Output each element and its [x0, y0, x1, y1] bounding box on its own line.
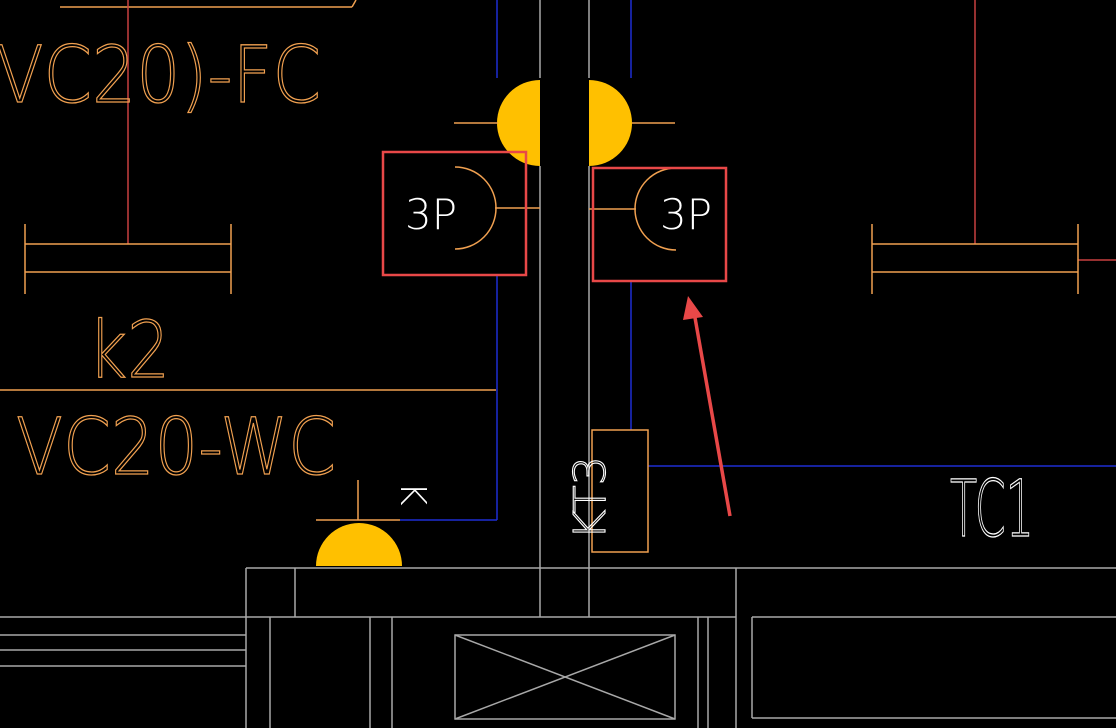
- socket-label-left: 3P: [405, 190, 457, 239]
- socket-symbol-left: [454, 166, 540, 250]
- crossed-box: [454, 634, 676, 720]
- wall-light-right: [589, 80, 675, 166]
- light-fixture-left: [24, 224, 232, 294]
- circuit-label-tc1: TC1: [950, 465, 1034, 555]
- highlight-box-right: [591, 166, 728, 283]
- socket-symbol-right: [589, 167, 677, 251]
- highlight-box-left: [381, 150, 528, 277]
- box-kt3: KT3: [564, 429, 649, 553]
- switch-label-k: K: [392, 482, 433, 506]
- bottom-wall-structure: [0, 567, 1116, 728]
- pipe-label-upper: VC20)-FC: [0, 31, 321, 121]
- switch-label-k2: k2: [88, 306, 170, 396]
- pipe-label-lower: VC20-WC: [16, 403, 336, 493]
- wall-light-left: [454, 80, 540, 166]
- top-leader-line: [60, 0, 357, 8]
- light-fixture-right: [871, 224, 1079, 294]
- socket-label-right: 3P: [660, 190, 712, 239]
- blue-wiring: [400, 0, 1116, 521]
- annotation-arrow: [683, 296, 732, 517]
- riser-shaft: [539, 0, 590, 617]
- box-kt3-label: KT3: [565, 456, 616, 540]
- switch-k-symbol: K: [316, 480, 433, 566]
